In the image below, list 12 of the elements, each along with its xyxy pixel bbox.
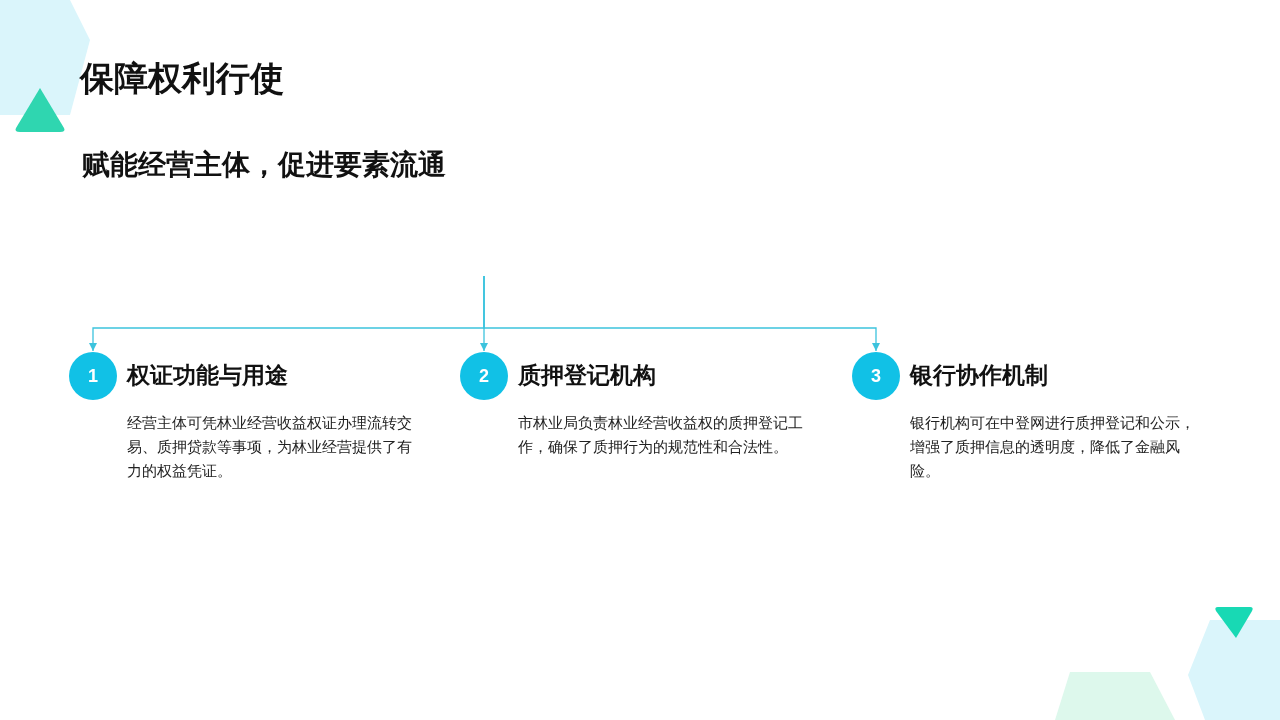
number-circle: 1: [69, 352, 117, 400]
section-heading: 银行协作机制: [910, 361, 1048, 390]
title: 保障权利行使: [80, 57, 284, 100]
section-heading: 权证功能与用途: [127, 361, 288, 390]
number-circle: 3: [852, 352, 900, 400]
description-text: 经营主体可凭林业经营收益权证办理流转交易、质押贷款等事项，为林业经营提供了有力的权益凭证。: [127, 413, 413, 482]
number-circle: 2: [460, 352, 508, 400]
section-heading: 质押登记机构: [518, 361, 656, 390]
description-text: 市林业局负责林业经营收益权的质押登记工作，确保了质押行为的规范性和合法性。: [518, 413, 804, 458]
subtitle: 赋能经营主体，促进要素流通: [82, 147, 446, 183]
arrow: [483, 275, 880, 352]
description-text: 银行机构可在中登网进行质押登记和公示，增强了质押信息的透明度，降低了金融风险。: [910, 413, 1196, 482]
